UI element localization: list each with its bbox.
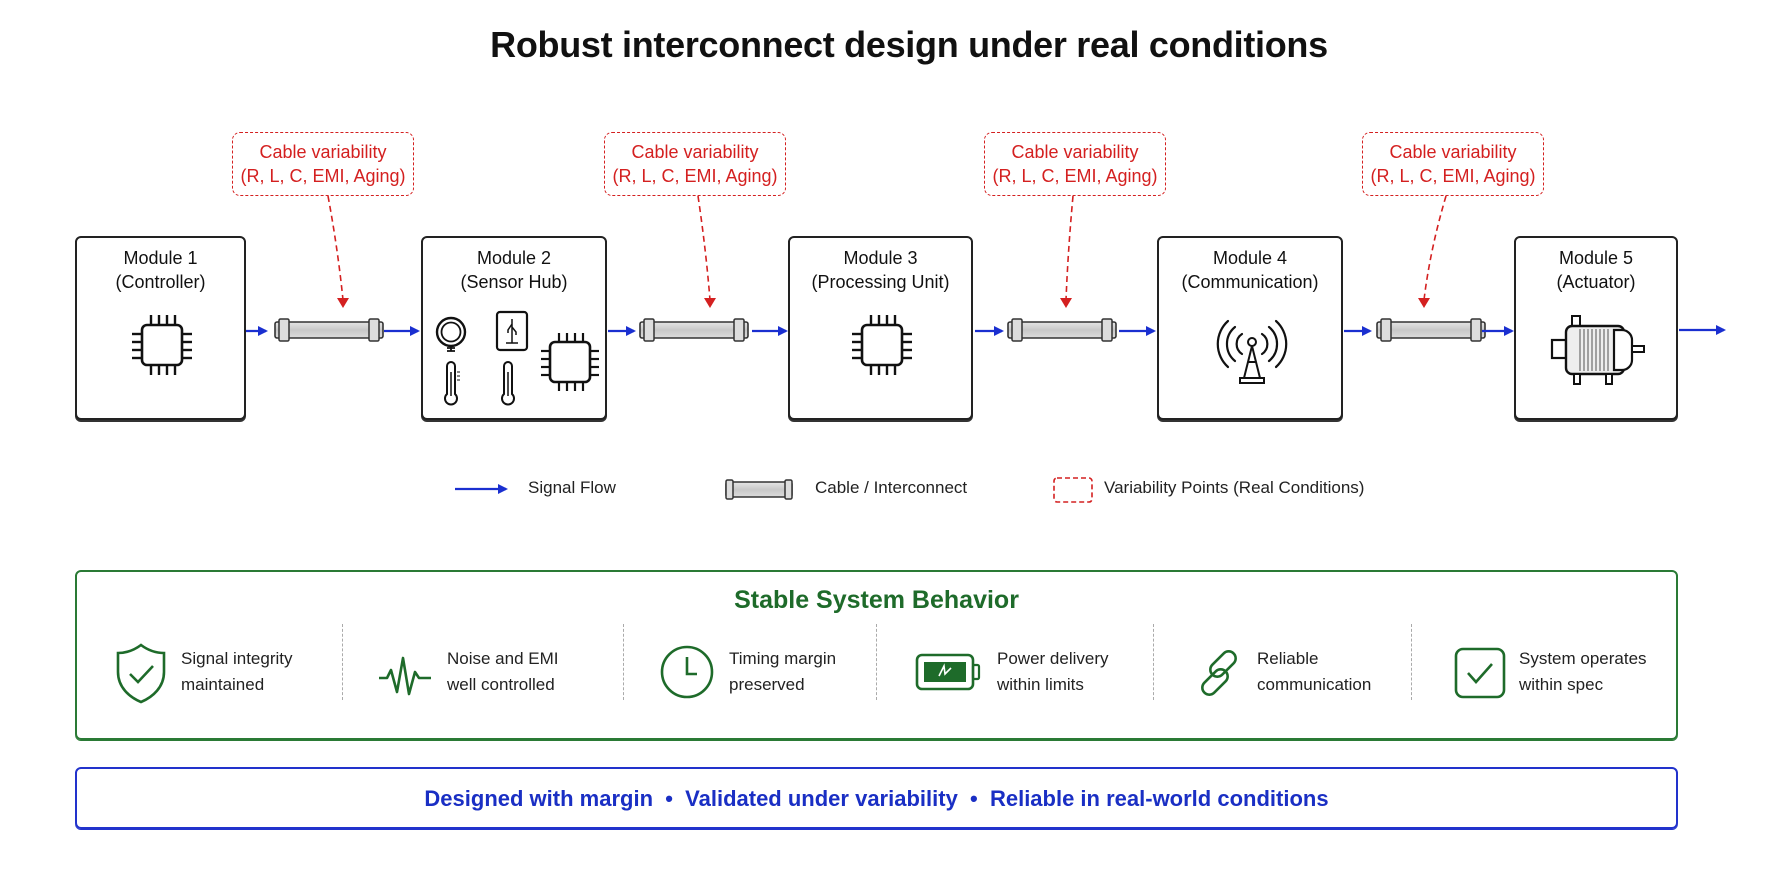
module-name: Module 5 [1558,248,1634,268]
variability-leader [327,195,344,301]
module-1: Module 1 (Controller) [75,236,246,420]
cable-connector [1470,318,1482,342]
variability-leaders [327,195,1447,308]
stable-behavior-panel: Stable System Behavior Signal integrity … [75,570,1678,740]
variability-leader [1423,195,1447,301]
feature-line2: well controlled [447,675,555,694]
cable-connector [278,318,290,342]
feature-reliable-communication: Reliable communication [1193,642,1413,712]
variability-callout: Cable variability (R, L, C, EMI, Aging) [1362,132,1544,196]
legend-variability-icon [1053,477,1093,503]
variability-leader-arrow [337,298,349,308]
legend-signal-flow: Signal Flow [528,478,616,497]
feature-separator [623,624,624,700]
feature-line1: Power delivery [997,649,1109,668]
variability-callout: Cable variability (R, L, C, EMI, Aging) [604,132,786,196]
design-principles-banner: Designed with margin • Validated under v… [75,767,1678,829]
cable-connector [1011,318,1023,342]
variability-callout: Cable variability (R, L, C, EMI, Aging) [984,132,1166,196]
cable-interconnect [1376,318,1486,342]
module-4: Module 4 (Communication) [1157,236,1343,420]
feature-line2: maintained [181,675,265,694]
feature-noise-emi: Noise and EMI well controlled [377,642,597,712]
feature-line2: preserved [729,675,805,694]
cable-interconnect [1007,318,1117,342]
callout-line2: (R, L, C, EMI, Aging) [1370,166,1536,186]
callout-line1: Cable variability [1389,142,1517,162]
feature-line2: within limits [997,675,1084,694]
callout-line2: (R, L, C, EMI, Aging) [612,166,778,186]
callout-line1: Cable variability [1011,142,1139,162]
cable-connector [733,318,745,342]
chip-icon [541,333,599,391]
module-role: (Processing Unit) [811,272,950,292]
cable-connector [1101,318,1113,342]
design-principles-text: Designed with margin • Validated under v… [424,786,1329,811]
stable-behavior-title: Stable System Behavior [734,586,1019,614]
module-name: Module 2 [476,248,552,268]
callout-line1: Cable variability [259,142,387,162]
cable-interconnect [639,318,749,342]
module-5: Module 5 (Actuator) [1514,236,1678,420]
variability-callout: Cable variability (R, L, C, EMI, Aging) [232,132,414,196]
variability-leader-arrow [1418,298,1430,308]
cable-connector [1380,318,1392,342]
thermometer-icon [501,361,515,406]
feature-line2: within spec [1519,675,1604,694]
feature-line1: Timing margin [729,649,837,668]
module-role: (Controller) [115,272,206,292]
feature-power-delivery: Power delivery within limits [915,642,1135,712]
cable-interconnect [274,318,384,342]
page-title: Robust interconnect design under real co… [490,24,1328,65]
module-role: (Communication) [1181,272,1319,292]
feature-line1: Signal integrity [181,649,293,668]
variability-leader-arrow [1060,298,1072,308]
callout-line1: Cable variability [631,142,759,162]
feature-line1: System operates [1519,649,1647,668]
module-role: (Sensor Hub) [460,272,568,292]
legend-cable-icon [725,479,793,500]
legend-variability: Variability Points (Real Conditions) [1104,478,1365,497]
callout-line2: (R, L, C, EMI, Aging) [240,166,406,186]
module-name: Module 4 [1212,248,1288,268]
feature-line2: communication [1257,675,1372,694]
feature-separator [876,624,877,700]
cable-connector [643,318,655,342]
ring-sensor-icon [435,316,467,352]
callout-line2: (R, L, C, EMI, Aging) [992,166,1158,186]
thermometer-icon [444,361,460,406]
variability-leader-arrow [704,298,716,308]
feature-separator [342,624,343,700]
module-role: (Actuator) [1556,272,1636,292]
chip-icon [132,315,192,375]
module-name: Module 1 [123,248,198,268]
feature-separator [1153,624,1154,700]
waveform-icon [379,656,431,696]
variability-leader [697,195,711,301]
module-name: Module 3 [843,248,918,268]
module-3: Module 3 (Processing Unit) [788,236,973,420]
legend-graphics [455,477,1093,503]
clock-icon [660,645,714,699]
cable-connector [368,318,380,342]
feature-signal-integrity: Signal integrity maintained [115,642,315,712]
checkbox-icon [1454,647,1506,699]
shield-check-icon [116,643,166,704]
feature-line1: Noise and EMI [447,649,559,668]
feature-separator [1411,624,1412,700]
feature-within-spec: System operates within spec [1453,642,1673,712]
variability-leader [1065,195,1074,301]
module-2: Module 2 (Sensor Hub) [421,236,607,420]
antenna-icon [1216,319,1288,384]
sensor-cluster-icon [435,310,599,406]
battery-icon [915,653,981,691]
legend-cable: Cable / Interconnect [815,478,968,497]
chip-icon [852,315,912,375]
feature-timing-margin: Timing margin preserved [659,642,859,712]
feature-line1: Reliable [1257,649,1319,668]
motor-icon [1550,315,1645,385]
link-icon [1201,650,1237,696]
usb-sensor-icon [495,310,529,352]
